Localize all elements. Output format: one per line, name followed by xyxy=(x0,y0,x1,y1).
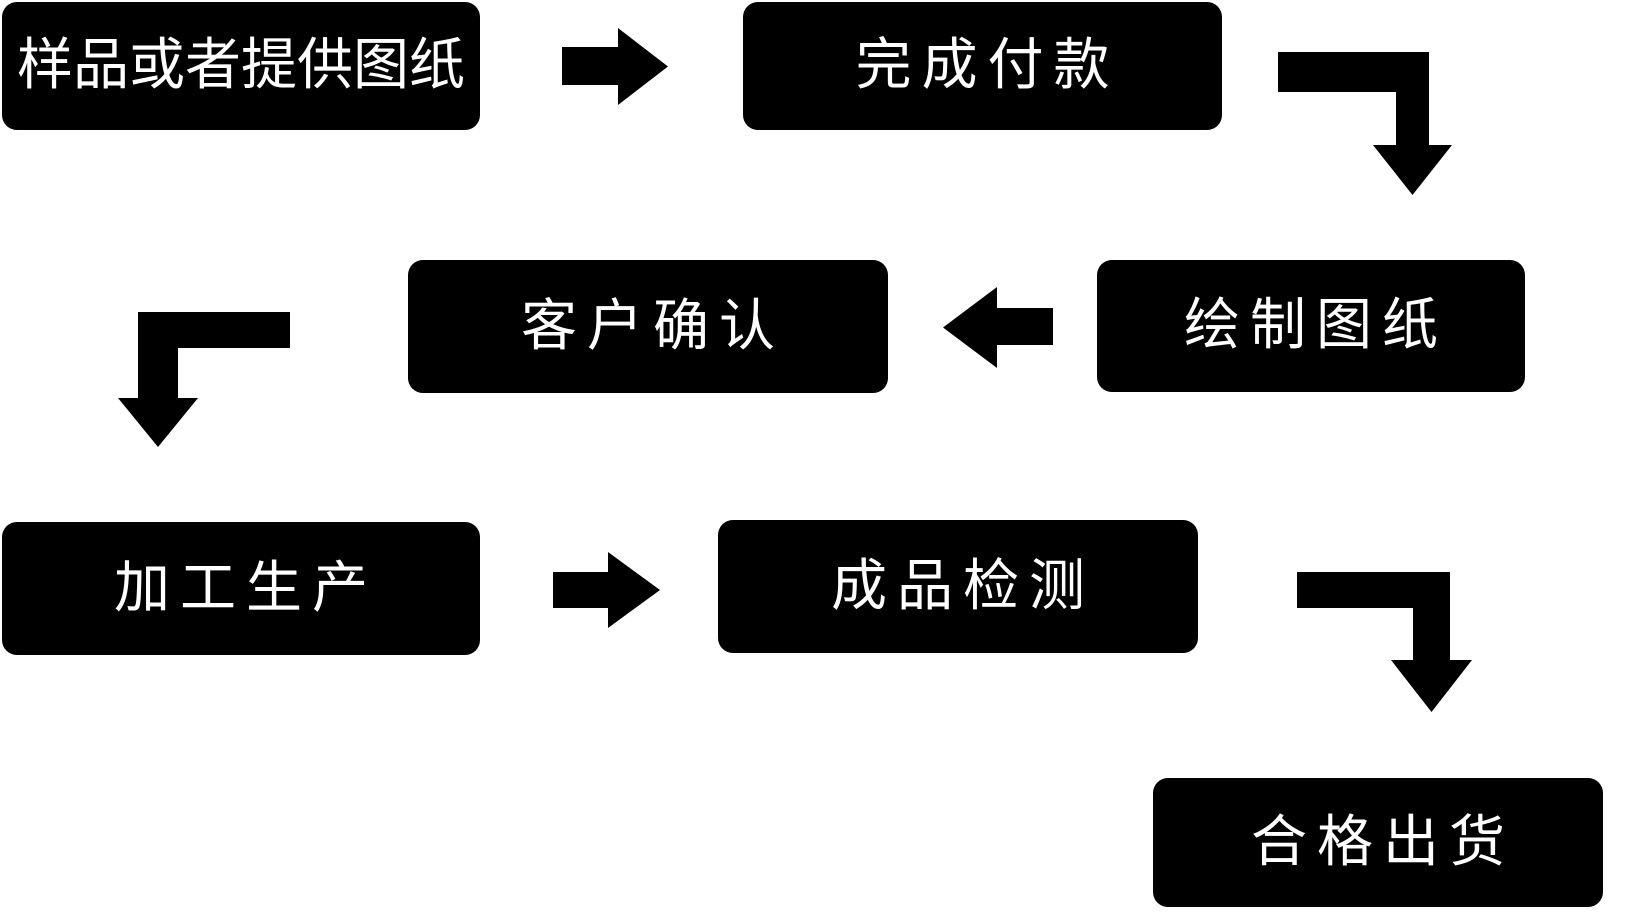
flow-node-label: 绘制图纸 xyxy=(1184,293,1448,358)
flow-node-label: 完成付款 xyxy=(855,33,1120,98)
elbow-arrow-down-left-icon xyxy=(118,312,290,447)
flow-node-payment: 完成付款 xyxy=(743,2,1222,130)
elbow-arrow-down-icon xyxy=(1297,572,1472,712)
flow-node-sample-or-drawings: 样品或者提供图纸 xyxy=(2,2,480,130)
flow-node-production: 加工生产 xyxy=(2,522,480,655)
flow-node-label: 成品检测 xyxy=(831,553,1095,619)
elbow-arrow-down-icon xyxy=(1278,52,1452,195)
arrow-right-icon xyxy=(553,552,660,628)
flow-node-inspection: 成品检测 xyxy=(718,520,1198,653)
flow-node-label: 客户确认 xyxy=(521,293,785,359)
flow-node-label: 加工生产 xyxy=(114,555,378,621)
flow-node-label: 样品或者提供图纸 xyxy=(17,33,465,98)
flow-node-draft-drawings: 绘制图纸 xyxy=(1097,260,1525,392)
arrow-left-icon xyxy=(943,287,1053,368)
flow-node-shipment: 合格出货 xyxy=(1153,778,1603,907)
arrow-right-icon xyxy=(562,28,668,105)
flow-node-label: 合格出货 xyxy=(1251,809,1515,875)
flow-node-customer-confirm: 客户确认 xyxy=(408,260,888,393)
